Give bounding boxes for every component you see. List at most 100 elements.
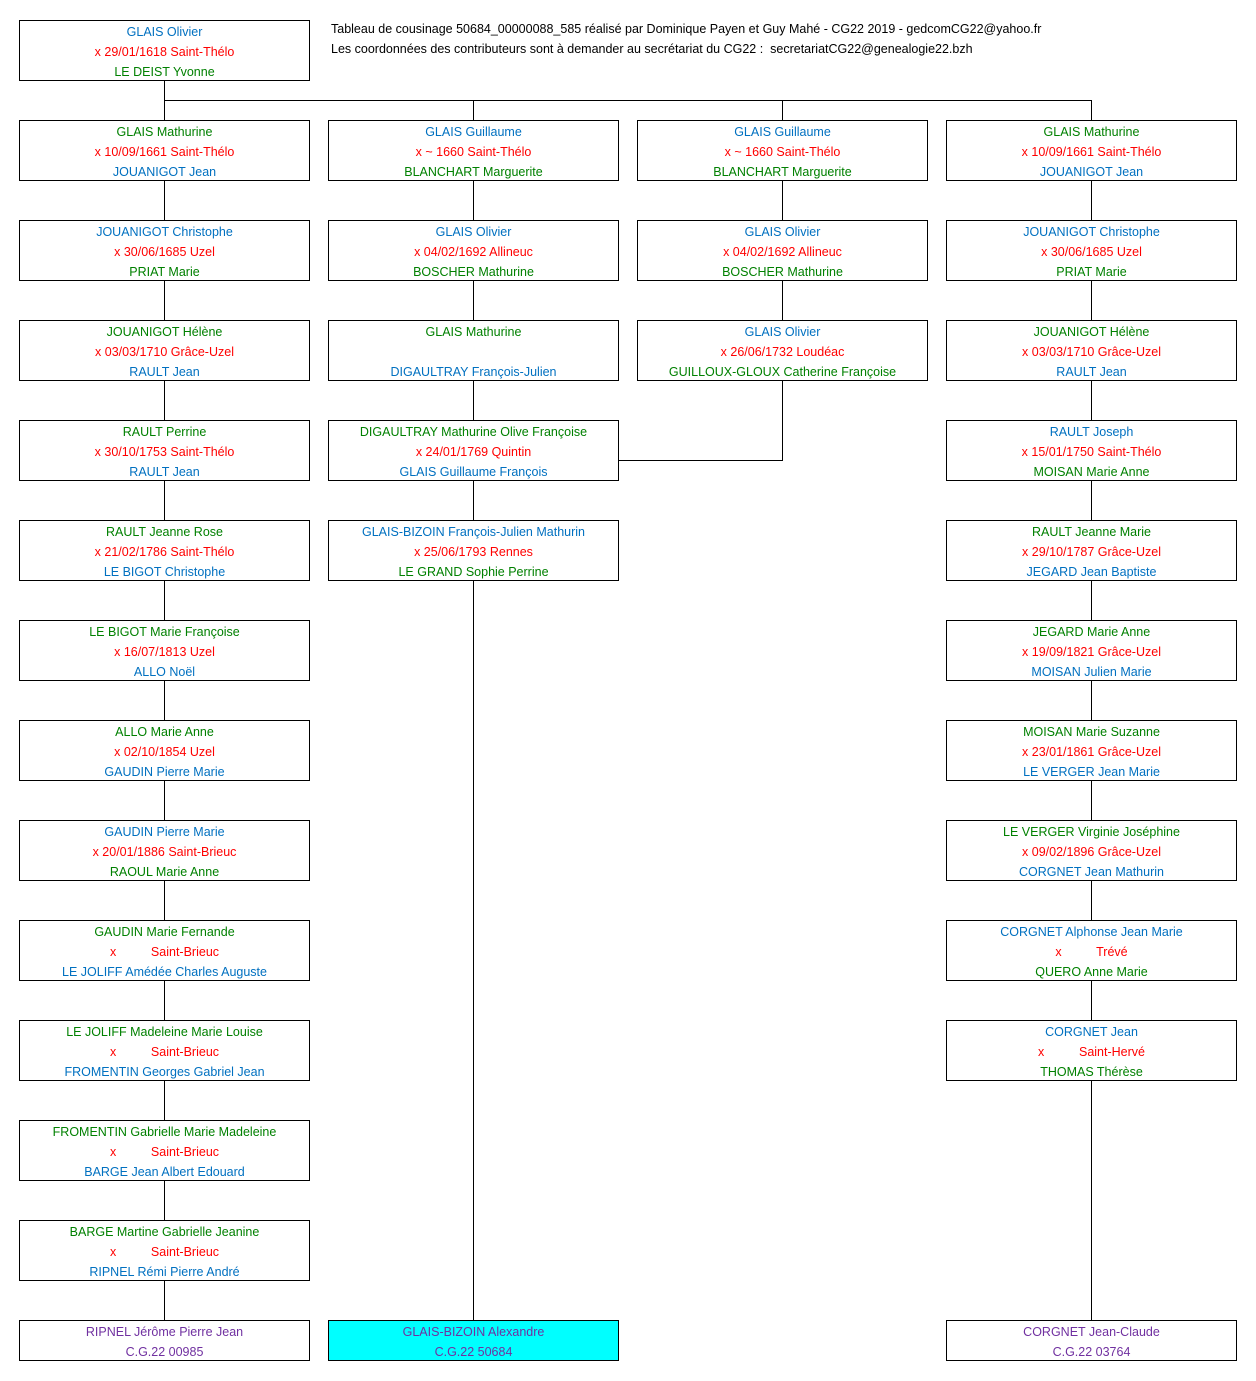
spouse-name: THOMAS Thérèse: [1040, 1065, 1143, 1079]
marriage-info: x 30/10/1753 Saint-Thélo: [94, 445, 235, 459]
person-box: FROMENTIN Gabrielle Marie Madeleine x Sai…: [19, 1120, 310, 1181]
marriage-info: x 04/02/1692 Allineuc: [723, 245, 842, 259]
spouse-name: PRIAT Marie: [1056, 265, 1127, 279]
person-name: LE BIGOT Marie Françoise: [89, 625, 240, 639]
spouse-name: BLANCHART Marguerite: [713, 165, 852, 179]
spouse-name: CORGNET Jean Mathurin: [1019, 865, 1164, 879]
marriage-info: x ~ 1660 Saint-Thélo: [724, 145, 841, 159]
spouse-name: BARGE Jean Albert Edouard: [84, 1165, 245, 1179]
person-name: GLAIS-BIZOIN François-Julien Mathurin: [362, 525, 585, 539]
spouse-name: RIPNEL Rémi Pierre André: [89, 1265, 240, 1279]
person-box: GLAIS-BIZOIN François-Julien Mathurin x 2…: [328, 520, 619, 581]
marriage-info: x 26/06/1732 Loudéac: [720, 345, 845, 359]
marriage-info: x 29/10/1787 Grâce-Uzel: [1022, 545, 1161, 559]
spouse-name: JOUANIGOT Jean: [1039, 165, 1144, 179]
member-id: C.G.22 00985: [125, 1345, 204, 1359]
spouse-name: LE JOLIFF Amédée Charles Auguste: [62, 965, 267, 979]
person-box: LE JOLIFF Madeleine Marie Louise x Saint-…: [19, 1020, 310, 1081]
marriage-info: x 25/06/1793 Rennes: [414, 545, 533, 559]
spouse-name: JOUANIGOT Jean: [112, 165, 217, 179]
person-name: GLAIS Olivier: [126, 25, 203, 39]
spouse-name: GAUDIN Pierre Marie: [104, 765, 225, 779]
connector: [164, 100, 1092, 101]
marriage-info: [329, 342, 618, 362]
spouse-name: LE GRAND Sophie Perrine: [398, 565, 549, 579]
spouse-name: BLANCHART Marguerite: [404, 165, 543, 179]
marriage-info: x 30/06/1685 Uzel: [114, 245, 215, 259]
spouse-name: LE VERGER Jean Marie: [1023, 765, 1160, 779]
marriage-info: x 10/09/1661 Saint-Thélo: [94, 145, 235, 159]
marriage-info: x 15/01/1750 Saint-Thélo: [1021, 445, 1162, 459]
person-name: JOUANIGOT Christophe: [96, 225, 233, 239]
marriage-info: x 19/09/1821 Grâce-Uzel: [1022, 645, 1161, 659]
person-name: LE JOLIFF Madeleine Marie Louise: [66, 1025, 263, 1039]
person-name: FROMENTIN Gabrielle Marie Madeleine: [52, 1125, 277, 1139]
member-id: C.G.22 50684: [434, 1345, 513, 1359]
marriage-info: x 29/01/1618 Saint-Thélo: [94, 45, 235, 59]
spouse-name: GLAIS Guillaume François: [399, 465, 548, 479]
spouse-name: FROMENTIN Georges Gabriel Jean: [64, 1065, 265, 1079]
person-name: MOISAN Marie Suzanne: [1023, 725, 1160, 739]
person-name: GLAIS Mathurine: [116, 125, 213, 139]
person-name: GLAIS Olivier: [744, 325, 821, 339]
person-name: GLAIS Mathurine: [1043, 125, 1140, 139]
marriage-info: x Saint-Brieuc: [109, 1145, 220, 1159]
spouse-name: JEGARD Jean Baptiste: [1026, 565, 1157, 579]
person-name: ALLO Marie Anne: [115, 725, 214, 739]
marriage-info: x ~ 1660 Saint-Thélo: [415, 145, 532, 159]
spouse-name: LE DEIST Yvonne: [114, 65, 215, 79]
marriage-info: x Saint-Brieuc: [109, 1045, 220, 1059]
spouse-name: BOSCHER Mathurine: [413, 265, 534, 279]
person-name: DIGAULTRAY Mathurine Olive Françoise: [359, 425, 588, 439]
person-box: LE BIGOT Marie Françoise x 16/07/1813 Uze…: [19, 620, 310, 681]
spouse-name: MOISAN Julien Marie: [1031, 665, 1152, 679]
marriage-info: x 03/03/1710 Grâce-Uzel: [1022, 345, 1161, 359]
marriage-info: x 20/01/1886 Saint-Brieuc: [92, 845, 237, 859]
marriage-info: x Saint-Hervé: [1038, 1045, 1145, 1059]
spouse-name: MOISAN Marie Anne: [1033, 465, 1150, 479]
connector: [473, 180, 474, 420]
person-name: GLAIS Guillaume: [425, 125, 522, 139]
marriage-info: x Trévé: [1055, 945, 1128, 959]
marriage-info: x 10/09/1661 Saint-Thélo: [1021, 145, 1162, 159]
person-name: GAUDIN Marie Fernande: [94, 925, 235, 939]
person-name: CORGNET Alphonse Jean Marie: [1000, 925, 1183, 939]
spouse-name: RAOUL Marie Anne: [109, 865, 220, 879]
member-id: C.G.22 03764: [1052, 1345, 1131, 1359]
person-name: RAULT Perrine: [122, 425, 207, 439]
marriage-info: x Saint-Brieuc: [109, 945, 220, 959]
person-name: GAUDIN Pierre Marie: [104, 825, 225, 839]
person-name: JOUANIGOT Christophe: [1023, 225, 1160, 239]
marriage-info: x 04/02/1692 Allineuc: [414, 245, 533, 259]
spouse-name: QUERO Anne Marie: [1035, 965, 1148, 979]
marriage-info: x 02/10/1854 Uzel: [114, 745, 215, 759]
connector: [473, 480, 474, 1320]
person-name: RAULT Jeanne Rose: [106, 525, 223, 539]
descendant-name: GLAIS-BIZOIN Alexandre: [402, 1325, 545, 1339]
person-name: JOUANIGOT Hélène: [1033, 325, 1150, 339]
person-name: GLAIS Guillaume: [734, 125, 831, 139]
person-name: LE VERGER Virginie Joséphine: [1003, 825, 1180, 839]
marriage-info: x 03/03/1710 Grâce-Uzel: [95, 345, 234, 359]
marriage-info: x 16/07/1813 Uzel: [114, 645, 215, 659]
person-name: GLAIS Mathurine: [425, 325, 522, 339]
header-contact: Les coordonnées des contributeurs sont à…: [331, 42, 973, 56]
